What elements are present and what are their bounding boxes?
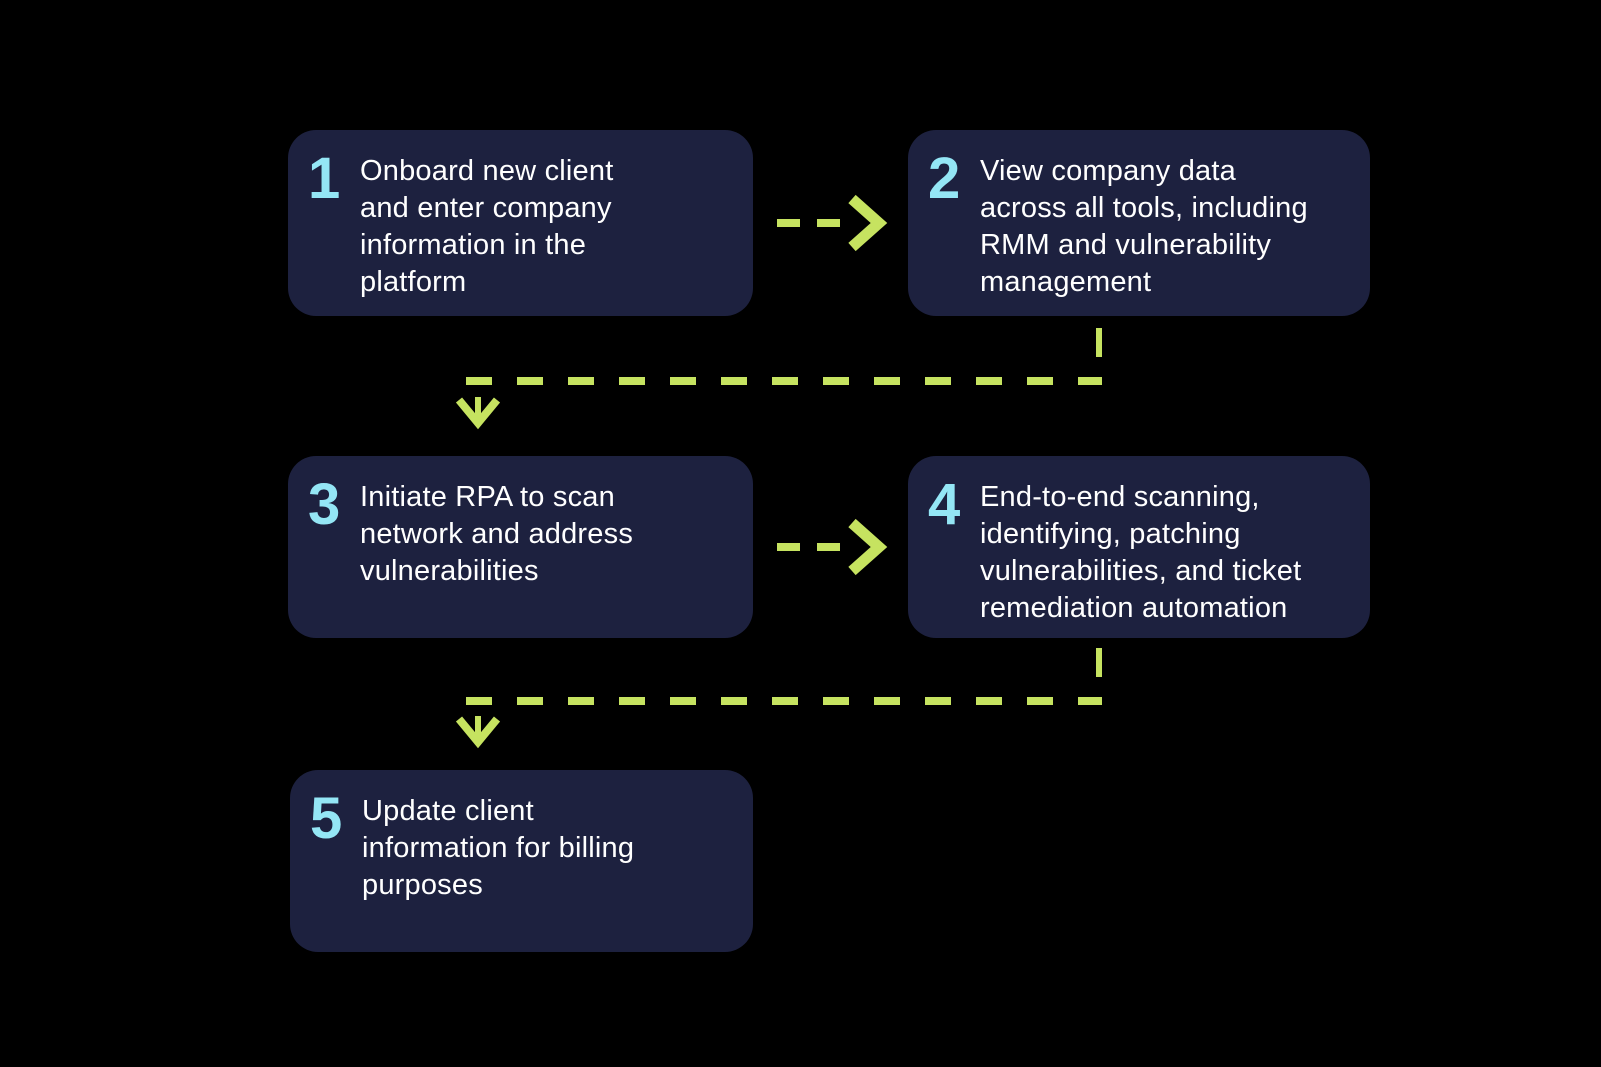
step-2-text: View company data across all tools, incl… <box>980 155 1308 298</box>
dashed-connector-2-to-3 <box>455 328 1102 430</box>
arrow-down-1-icon <box>455 397 501 430</box>
step-box-5: 5 Update client information for billing … <box>290 770 753 952</box>
step-box-2: 2 View company data across all tools, in… <box>908 130 1370 316</box>
dashed-arrow-right-2-icon <box>777 518 888 576</box>
step-1-text: Onboard new client and enter company inf… <box>360 155 614 298</box>
dashed-arrow-right-1-icon <box>777 194 888 252</box>
step-3-text: Initiate RPA to scan network and address… <box>360 481 634 587</box>
step-5-text: Update client information for billing pu… <box>362 795 635 901</box>
step-box-4: 4 End-to-end scanning, identifying, patc… <box>908 456 1370 638</box>
step-4-number: 4 <box>928 472 960 537</box>
step-box-3: 3 Initiate RPA to scan network and addre… <box>288 456 753 638</box>
step-box-1: 1 Onboard new client and enter company i… <box>288 130 753 316</box>
step-4-text: End-to-end scanning, identifying, patchi… <box>980 481 1302 624</box>
step-2-number: 2 <box>928 146 960 211</box>
arrow-down-2-icon <box>455 716 501 749</box>
step-3-number: 3 <box>308 472 340 537</box>
step-1-number: 1 <box>308 146 340 211</box>
dashed-connector-4-to-5 <box>455 648 1102 749</box>
step-5-number: 5 <box>310 786 342 851</box>
